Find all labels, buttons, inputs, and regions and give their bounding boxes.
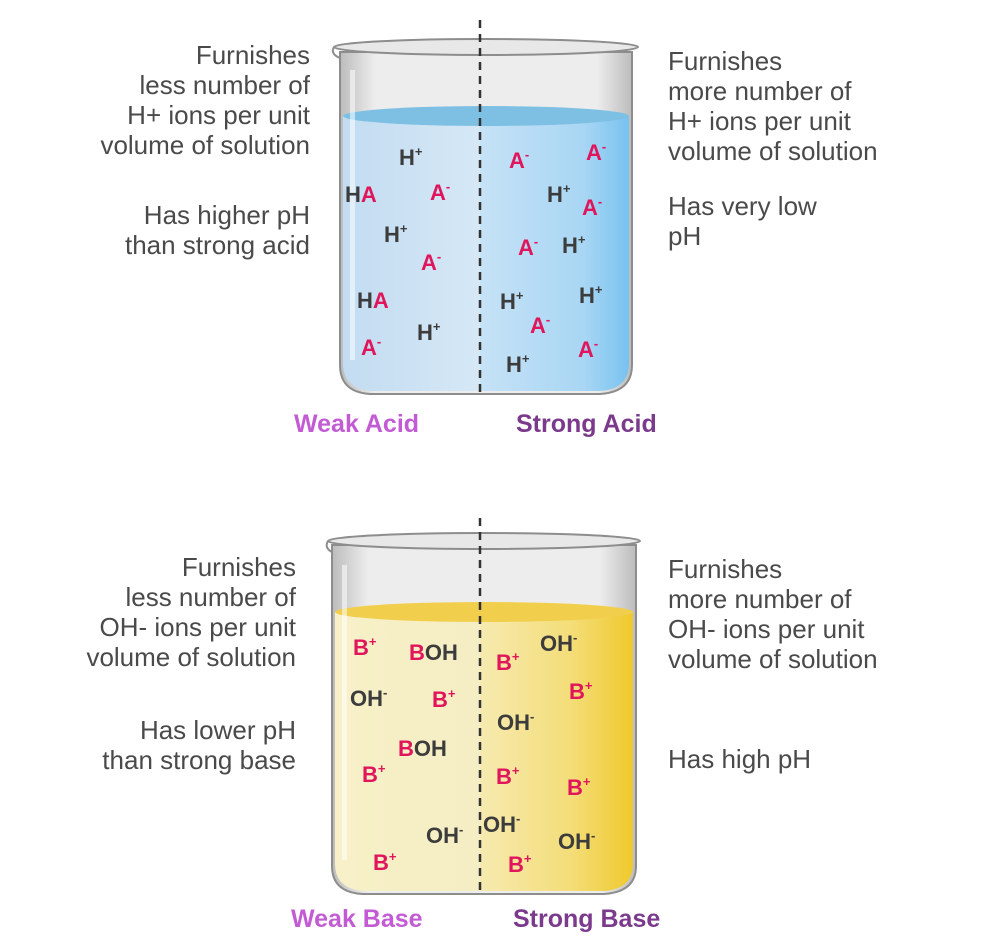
strong-acid-label: Strong Acid bbox=[516, 410, 657, 438]
base-liquid-surface bbox=[335, 602, 633, 622]
ion-label: OH- bbox=[497, 709, 534, 735]
base-strong-desc-line: volume of solution bbox=[668, 644, 878, 674]
acid-weak-desc-line: Furnishes bbox=[195, 40, 310, 70]
acid-strong-ions: A-A-H+A-A-H+H+H+A-A-H+ bbox=[500, 139, 606, 377]
acid-weak-desc-line: volume of solution bbox=[100, 130, 310, 160]
base-weak-description: Furnishes less number of OH- ions per un… bbox=[86, 552, 296, 672]
base-strong-ph-note: Has high pH bbox=[668, 744, 811, 774]
ion-label: OH- bbox=[540, 630, 577, 656]
ion-label: A- bbox=[578, 336, 598, 362]
ion-label: H+ bbox=[547, 181, 571, 207]
ion-label: B+ bbox=[496, 763, 520, 789]
ion-label: OH- bbox=[483, 811, 520, 837]
ion-label: B+ bbox=[362, 761, 386, 787]
acid-strong-description: Furnishes more number of H+ ions per uni… bbox=[668, 46, 878, 166]
base-strong-ph-line: Has high pH bbox=[668, 744, 812, 774]
ion-label: A- bbox=[361, 334, 381, 360]
base-weak-ph-line: Has lower pH bbox=[139, 715, 296, 745]
base-weak-desc-line: less number of bbox=[125, 582, 296, 612]
base-weak-ions: B+ BOH OH- B+ BOH B+ OH- B+ bbox=[350, 634, 463, 875]
ion-label: A- bbox=[530, 312, 550, 338]
acid-weak-ph-note: Has higher pH than strong acid bbox=[125, 200, 310, 260]
ion-label: B+ bbox=[508, 851, 532, 877]
base-weak-desc-line: Furnishes bbox=[181, 552, 296, 582]
base-weak-liquid bbox=[335, 612, 480, 891]
ion-label: A- bbox=[509, 147, 529, 173]
ion-label: A- bbox=[421, 249, 441, 275]
acid-strong-liquid bbox=[480, 116, 629, 391]
acid-weak-desc-line: less number of bbox=[139, 70, 310, 100]
base-weak-desc-line: OH- ions per unit bbox=[99, 612, 296, 642]
acid-strong-desc-line: H+ ions per unit bbox=[668, 106, 851, 136]
weak-base-label: Weak Base bbox=[291, 905, 423, 933]
ion-label: BOH bbox=[409, 640, 458, 665]
acid-strong-desc-line: Furnishes bbox=[668, 46, 783, 76]
acid-weak-ions: H+ HA A- H+ A- HA H+ A- bbox=[345, 144, 450, 360]
ion-label: H+ bbox=[579, 282, 603, 308]
ion-label: A- bbox=[518, 234, 538, 260]
ion-label: B+ bbox=[569, 678, 593, 704]
base-strong-desc-line: OH- ions per unit bbox=[668, 614, 865, 644]
ion-label: B+ bbox=[432, 686, 456, 712]
base-weak-ph-line: than strong base bbox=[102, 745, 296, 775]
acid-weak-ph-line: Has higher pH bbox=[143, 200, 310, 230]
ion-label: OH- bbox=[558, 828, 595, 854]
acid-weak-liquid bbox=[343, 116, 480, 391]
acid-strong-ph-line: Has very low bbox=[668, 191, 817, 221]
ion-label: B+ bbox=[373, 849, 397, 875]
ion-label: HA bbox=[357, 288, 389, 313]
ion-label: B+ bbox=[567, 774, 591, 800]
ion-label: H+ bbox=[562, 232, 586, 258]
acid-beaker bbox=[331, 38, 639, 395]
acid-weak-ph-line: than strong acid bbox=[124, 230, 310, 260]
acid-strong-ph-line: pH bbox=[668, 221, 702, 251]
acid-liquid-surface bbox=[343, 106, 629, 126]
base-beaker bbox=[325, 532, 641, 895]
acid-beaker-rim bbox=[333, 38, 639, 56]
base-strong-ions: B+ OH- B+ OH- B+ B+ OH- OH- B+ bbox=[483, 630, 595, 877]
base-strong-description: Furnishes more number of OH- ions per un… bbox=[668, 554, 878, 674]
acid-strong-desc-line: more number of bbox=[668, 76, 852, 106]
ion-label: H+ bbox=[506, 351, 530, 377]
ion-label: H+ bbox=[417, 319, 441, 345]
ion-label: A- bbox=[586, 139, 606, 165]
acid-strong-ph-note: Has very low pH bbox=[668, 191, 817, 251]
ion-label: OH- bbox=[350, 685, 387, 711]
acid-weak-description: Furnishes less number of H+ ions per uni… bbox=[100, 40, 310, 160]
acid-strong-desc-line: volume of solution bbox=[668, 136, 878, 166]
ion-label: OH- bbox=[426, 822, 463, 848]
base-weak-desc-line: volume of solution bbox=[86, 642, 296, 672]
base-weak-ph-note: Has lower pH than strong base bbox=[102, 715, 296, 775]
base-strong-liquid bbox=[480, 612, 633, 891]
ion-label: HA bbox=[345, 182, 377, 207]
ion-label: A- bbox=[582, 194, 602, 220]
ion-label: H+ bbox=[500, 288, 524, 314]
acid-weak-desc-line: H+ ions per unit bbox=[127, 100, 310, 130]
base-beaker-rim bbox=[327, 532, 641, 550]
ion-label: B+ bbox=[353, 634, 377, 660]
base-strong-desc-line: Furnishes bbox=[668, 554, 783, 584]
strong-base-label: Strong Base bbox=[513, 905, 661, 933]
ion-label: BOH bbox=[398, 736, 447, 761]
ion-label: H+ bbox=[399, 144, 423, 170]
weak-acid-label: Weak Acid bbox=[294, 410, 420, 438]
base-strong-desc-line: more number of bbox=[668, 584, 852, 614]
ion-label: B+ bbox=[496, 649, 520, 675]
ion-label: A- bbox=[430, 179, 450, 205]
ion-label: H+ bbox=[384, 221, 408, 247]
